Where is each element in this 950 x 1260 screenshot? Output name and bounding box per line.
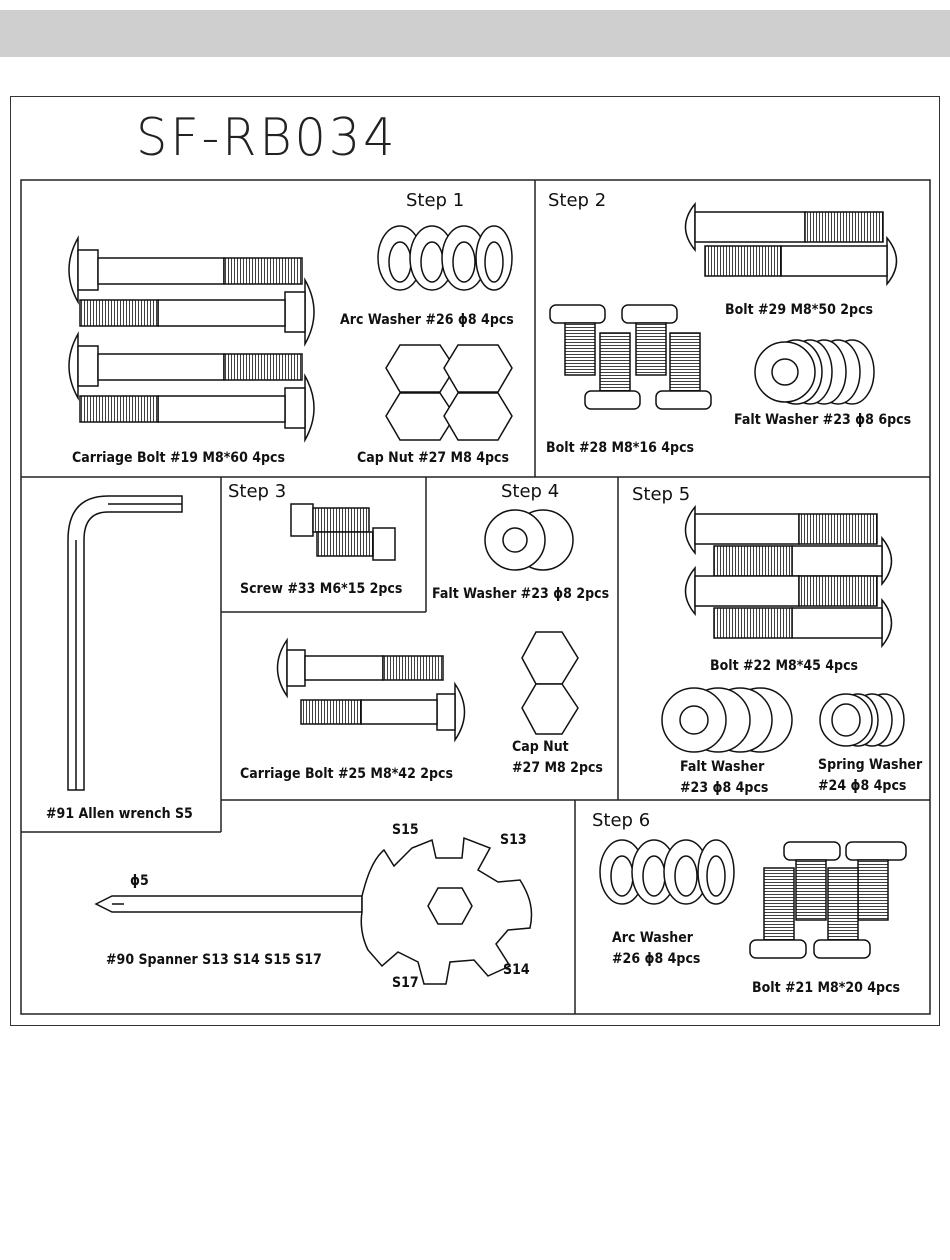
- screw-33-group: [290, 503, 396, 561]
- step-2-title: Step 2: [548, 190, 607, 211]
- step-6-title: Step 6: [592, 810, 651, 831]
- arc-washer-icon: [631, 839, 677, 905]
- spanner-s13-label: S13: [500, 832, 527, 848]
- carriage-bolt-icon: [68, 235, 303, 305]
- spanner-s15-label: S15: [392, 822, 419, 838]
- header-bar: [0, 10, 950, 57]
- short-bolt-icon: [621, 304, 678, 376]
- bolt-21-label: Bolt #21 M8*20 4pcs: [752, 980, 901, 996]
- arc-washer-26-label: Arc Washer #26 ϕ8 4pcs: [340, 312, 514, 328]
- bolt-28-group: [549, 304, 712, 410]
- hex-socket-icon: [427, 887, 473, 925]
- arc-washer-26-group-b: [599, 839, 735, 905]
- flat-washer-23-group-b: [484, 509, 574, 571]
- cap-nut-27-group: [385, 344, 513, 441]
- carriage-bolt-icon: [79, 373, 315, 443]
- cap-nut-27-label-b-line1: Cap Nut: [512, 739, 569, 755]
- flat-washer-23-label-b: Falt Washer #23 ϕ8 2pcs: [432, 586, 610, 602]
- carriage-bolt-icon: [79, 277, 315, 347]
- flat-washer-23-group-a: [754, 339, 875, 405]
- phi5-label: ϕ5: [130, 873, 149, 889]
- cap-nut-27-label: Cap Nut #27 M8 4pcs: [357, 450, 510, 466]
- parts-sheet: [10, 96, 940, 1026]
- flat-washer-23-label-a: Falt Washer #23 ϕ8 6pcs: [734, 412, 912, 428]
- hex-nut-icon: [521, 683, 579, 735]
- step-1-title: Step 1: [406, 190, 465, 211]
- flat-washer-23-label-c-line1: Falt Washer: [680, 759, 765, 775]
- bolt-29-label: Bolt #29 M8*50 2pcs: [725, 302, 874, 318]
- arc-washer-icon: [697, 839, 735, 905]
- short-bolt-icon: [584, 332, 641, 410]
- spanner-s17-label: S17: [392, 975, 419, 991]
- carriage-bolt-25-label: Carriage Bolt #25 M8*42 2pcs: [240, 766, 453, 782]
- screw-33-label: Screw #33 M6*15 2pcs: [240, 581, 403, 597]
- bolt-icon: [713, 535, 893, 587]
- step-5-title: Step 5: [632, 484, 691, 505]
- short-bolt-icon: [655, 332, 712, 410]
- carriage-bolt-19-group: [68, 235, 315, 443]
- carriage-bolt-19-label: Carriage Bolt #19 M8*60 4pcs: [72, 450, 285, 466]
- grid-frame: [20, 179, 931, 1015]
- bolt-icon: [704, 235, 898, 287]
- bolt-22-label: Bolt #22 M8*45 4pcs: [710, 658, 859, 674]
- carriage-bolt-icon: [276, 637, 444, 699]
- flat-washer-23-group-c: [661, 687, 793, 753]
- bolt-29-group: [684, 201, 898, 287]
- hex-nut-icon: [443, 344, 513, 393]
- carriage-bolt-icon: [68, 331, 303, 401]
- spanner-s14-label: S14: [503, 962, 530, 978]
- allen-wrench-label: #91 Allen wrench S5: [46, 806, 193, 822]
- bolt-icon: [684, 201, 884, 253]
- carriage-bolt-25-group: [276, 637, 466, 743]
- arc-washer-icon: [599, 839, 645, 905]
- spring-washer-24-label-line2: #24 ϕ8 4pcs: [818, 778, 907, 794]
- screw-icon: [290, 503, 370, 537]
- arc-washer-icon: [475, 225, 513, 291]
- model-number: SF-RB034: [136, 108, 398, 168]
- arc-washer-26-label-b-line2: #26 ϕ8 4pcs: [612, 951, 701, 967]
- spring-washer-24-label-line1: Spring Washer: [818, 757, 923, 773]
- short-bolt-icon: [749, 867, 807, 959]
- bolt-icon: [713, 597, 893, 649]
- flat-washer-23-label-c-line2: #23 ϕ8 4pcs: [680, 780, 769, 796]
- hex-nut-icon: [521, 631, 579, 685]
- hex-nut-icon: [385, 344, 456, 393]
- hex-nut-icon: [443, 392, 513, 441]
- short-bolt-icon: [783, 841, 841, 921]
- step-4-title: Step 4: [501, 481, 560, 502]
- cap-nut-27-label-b-line2: #27 M8 2pcs: [512, 760, 603, 776]
- arc-washer-26-label-b-line1: Arc Washer: [612, 930, 694, 946]
- spanner-icon: [94, 836, 533, 985]
- cap-nut-27-group-b: [521, 631, 579, 735]
- hex-nut-icon: [385, 392, 456, 441]
- arc-washer-icon: [441, 225, 487, 291]
- step-3-title: Step 3: [228, 481, 287, 502]
- spring-washer-24-group: [819, 693, 905, 747]
- bolt-21-group: [749, 841, 907, 959]
- allen-wrench-icon: [67, 495, 183, 791]
- spanner-label: #90 Spanner S13 S14 S15 S17: [106, 952, 322, 968]
- arc-washer-26-group: [377, 225, 513, 291]
- bolt-22-group: [684, 504, 893, 649]
- arc-washer-icon: [663, 839, 709, 905]
- short-bolt-icon: [549, 304, 606, 376]
- carriage-bolt-icon: [300, 681, 466, 743]
- bolt-icon: [684, 504, 878, 556]
- short-bolt-icon: [845, 841, 907, 921]
- screw-icon: [316, 527, 396, 561]
- bolt-28-label: Bolt #28 M8*16 4pcs: [546, 440, 695, 456]
- bolt-icon: [684, 565, 878, 617]
- short-bolt-icon: [813, 867, 871, 959]
